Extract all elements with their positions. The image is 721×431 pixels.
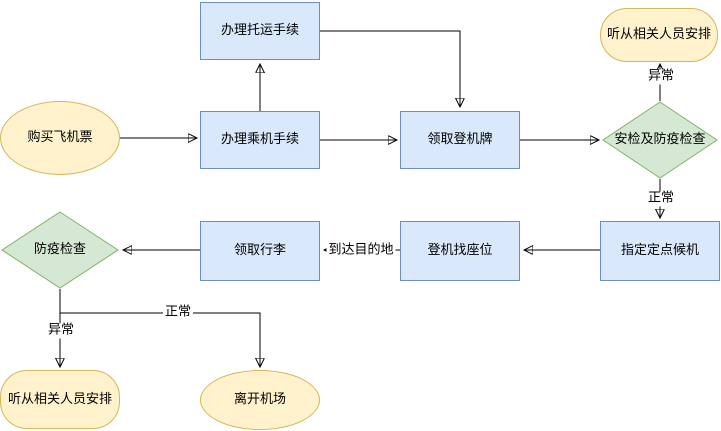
node-boarding-pass-label: 领取登机牌 [427,132,493,148]
node-flight-checkin: 办理乘机手续 [200,111,320,169]
node-designated-waiting-label: 指定定点候机 [620,243,699,259]
node-follow-staff-top: 听从相关人员安排 [600,8,718,62]
node-leave-airport: 离开机场 [200,370,320,430]
edge-quarantine-check-to-leave-airport [60,312,260,367]
node-board-find-seat-label: 登机找座位 [427,243,493,259]
node-security-check-label: 安检及防疫检查 [614,132,706,148]
edge-label-quarantine-abnormal: 异常 [45,322,77,339]
node-security-check: 安检及防疫检查 [602,101,718,179]
edge-label-quarantine-normal: 正常 [162,304,194,321]
node-buy-ticket: 购买飞机票 [0,101,120,175]
node-buy-ticket-label: 购买飞机票 [27,130,93,146]
node-baggage-checkin-label: 办理托运手续 [220,23,299,39]
node-claim-luggage-label: 领取行李 [233,243,286,259]
node-follow-staff-bottom: 听从相关人员安排 [0,370,120,429]
edge-baggage-checkin-to-boarding-pass [320,30,460,107]
node-designated-waiting: 指定定点候机 [600,221,720,281]
diamond-shape [1,211,119,289]
diamond-shape [602,101,718,179]
node-quarantine-check-label: 防疫检查 [33,242,86,258]
node-follow-staff-top-label: 听从相关人员安排 [606,27,711,43]
edge-label-security-abnormal: 异常 [645,68,677,85]
node-follow-staff-bottom-label: 听从相关人员安排 [7,391,112,407]
edge-label-arrive-destination: 到达目的地 [326,242,396,259]
node-board-find-seat: 登机找座位 [400,221,520,281]
node-leave-airport-label: 离开机场 [233,392,286,408]
node-boarding-pass: 领取登机牌 [400,111,520,169]
node-quarantine-check: 防疫检查 [1,211,119,289]
node-claim-luggage: 领取行李 [200,221,320,281]
node-flight-checkin-label: 办理乘机手续 [220,132,299,148]
edge-label-security-normal: 正常 [645,190,677,207]
node-baggage-checkin: 办理托运手续 [200,2,320,60]
